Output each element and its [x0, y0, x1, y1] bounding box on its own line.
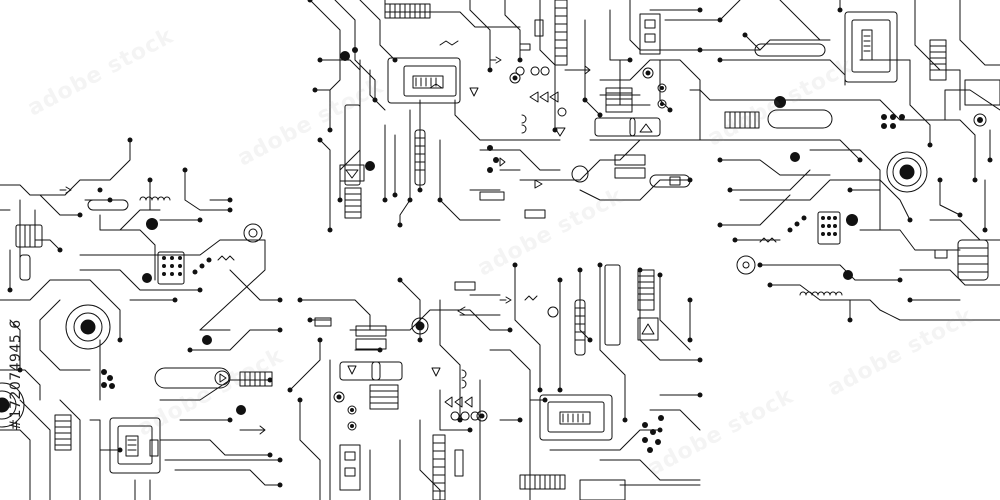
- terminal-dots: [7, 0, 993, 488]
- left-circuit-cluster: [0, 139, 281, 500]
- stock-id-label: #172074945 6: [4, 250, 28, 500]
- stock-id-text: #172074945 6: [8, 319, 24, 431]
- right-circuit-cluster: [689, 0, 1000, 321]
- top-circuit-cluster: [309, 0, 721, 231]
- bottom-circuit-cluster: [289, 264, 701, 500]
